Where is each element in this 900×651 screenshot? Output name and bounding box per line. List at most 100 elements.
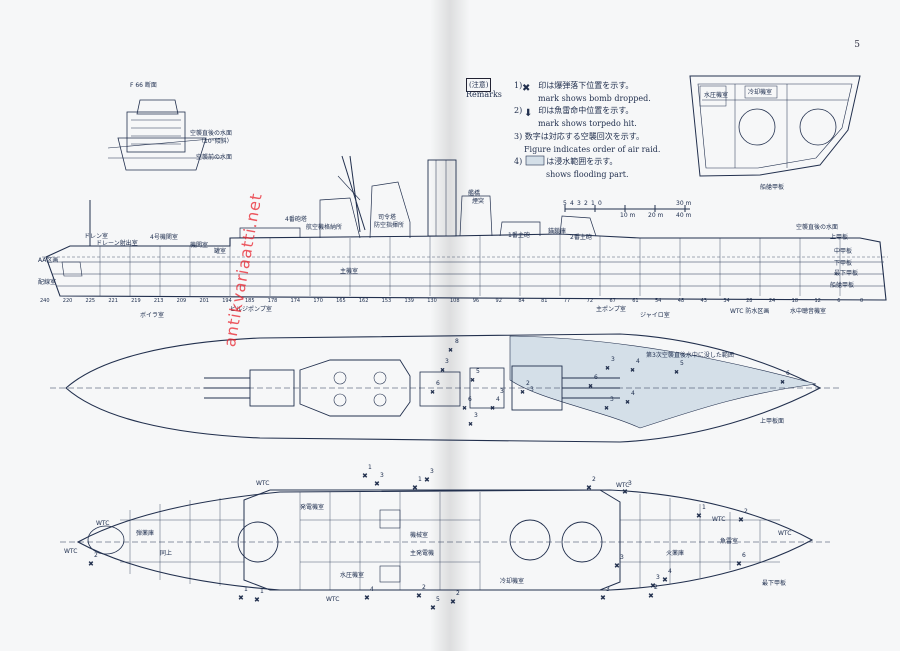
svg-text:✖: ✖	[440, 367, 445, 374]
svg-text:✖: ✖	[470, 377, 475, 384]
profile-label-7: 航空機格納所	[306, 224, 343, 231]
frame-number: 178	[267, 298, 278, 304]
cross-section-drawing	[689, 75, 861, 177]
frame-number: 34	[723, 298, 730, 304]
lower-deck-label-8: 同上	[160, 550, 173, 557]
lower-deck-mark-number: 3	[430, 468, 434, 475]
lower-deck-mark-number: 4	[668, 568, 672, 575]
frame-number: 225	[85, 298, 96, 304]
upper-deck-bomb-marks: ✖✖✖ ✖✖✖ ✖✖✖ ✖✖✖ ✖✖✖	[430, 347, 785, 428]
frame-number: 108	[450, 298, 460, 304]
scale-bar	[564, 205, 690, 212]
lower-deck-mark-number: 1	[418, 476, 422, 483]
frame-number: 81	[541, 298, 548, 304]
remark-1: 1) 印は爆弾落下位置を示す。	[514, 81, 634, 90]
lower-deck-label-4: 水圧機室	[340, 572, 365, 579]
profile-label-2: ドレン室	[84, 233, 109, 240]
profile-label-22: 船艙甲板	[830, 282, 855, 289]
frame-number: 221	[108, 298, 118, 304]
svg-text:✖: ✖	[462, 405, 467, 412]
svg-text:✖: ✖	[374, 480, 380, 488]
svg-text:✖: ✖	[614, 562, 620, 570]
svg-text:✖: ✖	[696, 512, 702, 520]
lower-deck-mark-number: 3	[620, 554, 624, 561]
svg-text:✖: ✖	[650, 582, 656, 590]
svg-text:✖: ✖	[448, 347, 453, 354]
svg-text:✖: ✖	[625, 399, 630, 406]
scale-tick-4: 1	[591, 200, 595, 207]
svg-text:✖: ✖	[430, 389, 435, 396]
frame-number: 77	[563, 298, 571, 304]
remark-3: 3) 数字は対応する空襲回次を示す。	[514, 132, 644, 141]
frame-number: 220	[62, 298, 73, 304]
frame-number: 96	[472, 298, 480, 304]
lower-deck-mark-number: 3	[656, 574, 660, 581]
lower-deck-label-3: 魚雷室	[720, 538, 739, 545]
svg-text:✖: ✖	[362, 472, 368, 480]
lower-deck-mark-number: 3	[628, 480, 632, 487]
svg-text:✖: ✖	[430, 604, 436, 612]
frame-number: 24	[768, 298, 776, 304]
wtc-label-6: WTC	[96, 520, 110, 527]
frame-number: 174	[290, 298, 301, 304]
profile-label-12: 艦橋	[468, 190, 481, 197]
frame-number: 43	[700, 298, 707, 304]
lower-deck-mark-number: 1	[260, 588, 264, 595]
svg-text:✖: ✖	[662, 576, 668, 584]
svg-text:✖: ✖	[674, 369, 679, 376]
lower-deck-mark-number: 2	[422, 584, 426, 591]
wtc-label-bow: WTC	[64, 548, 78, 555]
svg-text:✖: ✖	[520, 389, 525, 396]
svg-text:✖: ✖	[412, 484, 418, 492]
frame-number: 12	[814, 298, 821, 304]
lower-deck-plan	[60, 489, 830, 591]
section-inset-title: F 66 断面	[130, 82, 157, 89]
wtc-label-4: WTC	[778, 530, 792, 537]
svg-text:✖: ✖	[600, 594, 606, 602]
lower-deck-label-6: 弾薬庫	[136, 530, 155, 537]
lower-deck-mark-number: 1	[368, 464, 372, 471]
svg-text:✖: ✖	[522, 83, 530, 94]
remark-4-en: shows flooding part.	[546, 170, 629, 179]
frame-number: 201	[199, 298, 209, 304]
remark-3-en: Figure indicates order of air raid.	[524, 145, 661, 154]
profile-label-0: AA区画	[38, 257, 59, 264]
frame-number: 6	[837, 298, 841, 304]
section-inset-label-1: （10°傾斜）	[198, 138, 233, 145]
frame-number: 219	[131, 298, 141, 304]
book-gutter	[430, 0, 470, 651]
svg-text:✖: ✖	[648, 592, 654, 600]
profile-label-11: 防空指揮所	[374, 222, 405, 229]
upper-deck-mark-number: 3	[530, 386, 534, 393]
frame-number: 72	[586, 298, 594, 304]
profile-label-20: 下甲板	[834, 260, 853, 267]
upper-deck-mark-number: 6	[786, 370, 790, 377]
frame-number: 139	[404, 298, 414, 304]
frame-number: 28	[746, 298, 753, 304]
frame-number: 165	[336, 298, 346, 304]
profile-label-8: 罐室	[214, 248, 227, 255]
profile-bottom-label-0: ボイラ室	[140, 312, 165, 319]
frame-number: 209	[176, 298, 187, 304]
profile-label-1: 配線室	[38, 279, 57, 286]
profile-bottom-label-5: 水中聴音機室	[790, 308, 827, 315]
profile-bottom-label-4: WTC 防水区画	[730, 308, 770, 315]
lower-deck-mark-number: 2	[94, 552, 98, 559]
upper-deck-mark-number: 6	[594, 374, 598, 381]
lower-deck-mark-number: 5	[436, 596, 440, 603]
svg-text:✖: ✖	[254, 596, 260, 604]
legend-marks: ✖ ⬇	[522, 83, 545, 166]
svg-text:✖: ✖	[780, 379, 785, 386]
lower-deck-mark-number: 4	[370, 586, 374, 593]
frame-number: 0	[860, 298, 864, 304]
profile-label-16: 錨鎖庫	[548, 228, 567, 235]
frame-number: 48	[677, 298, 685, 304]
scale-tick-2: 3	[577, 200, 581, 207]
profile-label-18: 上甲板	[830, 234, 849, 241]
lower-deck-mark-number: 2	[456, 590, 460, 597]
remark-1-en: mark shows bomb dropped.	[538, 94, 651, 103]
profile-bottom-label-1: 主ポンプ室	[596, 306, 626, 313]
page-number: 5	[854, 40, 860, 50]
lower-deck-label-5: 冷却機室	[500, 578, 525, 585]
frame-number: 67	[609, 298, 616, 304]
